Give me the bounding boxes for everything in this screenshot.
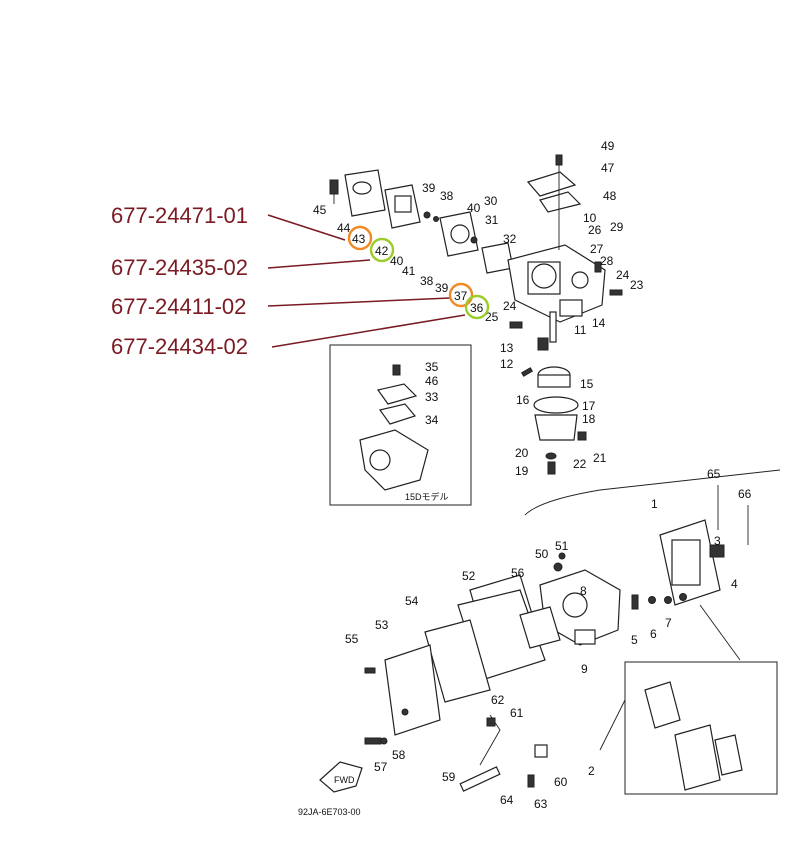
inset-caption: 15Dモデル — [405, 491, 449, 502]
part-label: 14 — [592, 316, 606, 330]
part-label: 40 — [467, 201, 481, 215]
part-label: 10 — [583, 211, 597, 225]
callout-ref-43: 43 — [352, 232, 366, 246]
part-label: 38 — [420, 274, 434, 288]
part-label: 27 — [590, 242, 604, 256]
part-label: 35 — [425, 360, 439, 374]
part-label: 50 — [535, 547, 549, 561]
part-label: 54 — [405, 594, 419, 608]
part-label: 49 — [601, 139, 615, 153]
part-label: 21 — [593, 451, 607, 465]
part-label: 48 — [603, 189, 617, 203]
part-label: 66 — [738, 487, 752, 501]
part-label: 15 — [580, 377, 594, 391]
part-label: 61 — [510, 706, 524, 720]
part-label: 29 — [610, 220, 624, 234]
carburetor-assembly-drawing — [329, 154, 623, 475]
part-label: 16 — [516, 393, 530, 407]
part-number-677-24471-01: 677-24471-01 — [111, 203, 248, 228]
part-label: 3 — [714, 534, 721, 548]
part-label: 56 — [511, 566, 525, 580]
part-label: 39 — [435, 281, 449, 295]
part-label: 32 — [503, 232, 517, 246]
part-label: 4 — [731, 577, 738, 591]
callout-ring-42 — [369, 237, 395, 263]
part-label: 64 — [500, 793, 514, 807]
part-label: 18 — [582, 412, 596, 426]
callout-ring-36 — [464, 294, 490, 320]
part-label: 62 — [491, 693, 505, 707]
part-label: 65 — [707, 467, 721, 481]
callout-ring-37 — [448, 282, 474, 308]
part-number-677-24411-02: 677-24411-02 — [111, 294, 246, 319]
part-label: 11 — [574, 323, 587, 337]
callout-ref-42: 42 — [375, 244, 389, 258]
part-label: 55 — [345, 632, 359, 646]
part-label: 20 — [515, 446, 529, 460]
part-number-677-24435-02: 677-24435-02 — [111, 255, 248, 280]
part-label: 39 — [422, 181, 436, 195]
part-label: 23 — [630, 278, 644, 292]
part-label: 7 — [665, 616, 672, 630]
callout-ref-37: 37 — [454, 289, 468, 303]
part-label: 44 — [337, 221, 351, 235]
part-label: 60 — [554, 775, 568, 789]
part-label: 34 — [425, 413, 439, 427]
part-label: 5 — [631, 633, 638, 647]
part-label: 19 — [515, 464, 529, 478]
drawing-code: 92JA-6E703-00 — [298, 807, 361, 817]
part-labels: 49 47 48 45 44 39 38 40 30 31 10 29 26 3… — [313, 139, 752, 811]
part-label: 6 — [650, 627, 657, 641]
inset-15d-model: 15Dモデル — [329, 344, 472, 506]
part-label: 63 — [534, 797, 548, 811]
part-label: 24 — [503, 299, 517, 313]
part-label: 33 — [425, 390, 439, 404]
part-label: 59 — [442, 770, 456, 784]
part-label: 58 — [392, 748, 406, 762]
part-label: 57 — [374, 760, 388, 774]
part-label: 13 — [500, 341, 514, 355]
part-label: 30 — [484, 194, 498, 208]
part-label: 31 — [485, 213, 499, 227]
part-label: 25 — [485, 310, 499, 324]
part-label: 28 — [600, 254, 614, 268]
fwd-label: FWD — [334, 775, 355, 785]
part-label: 24 — [616, 268, 630, 282]
part-label: 47 — [601, 161, 615, 175]
callout-ring-43 — [347, 225, 373, 251]
part-label: 46 — [425, 374, 439, 388]
part-label: 52 — [462, 569, 476, 583]
intake-silencer-drawing: FWD 92JA-6E703-00 — [298, 469, 781, 817]
part-label: 17 — [582, 399, 596, 413]
part-number-677-24434-02: 677-24434-02 — [111, 334, 248, 359]
part-label: 12 — [500, 357, 514, 371]
part-label: 8 — [580, 584, 587, 598]
part-label: 26 — [588, 223, 602, 237]
part-label: 51 — [555, 539, 569, 553]
part-label: 38 — [440, 189, 454, 203]
part-label: 40 — [390, 254, 404, 268]
part-label: 2 — [588, 764, 595, 778]
part-label: 1 — [651, 497, 658, 511]
callout-ref-36: 36 — [470, 301, 484, 315]
part-label: 53 — [375, 618, 389, 632]
part-label: 22 — [573, 457, 587, 471]
callouts: 43 42 37 36 677-24471-01 677-24435-02 67… — [111, 203, 490, 359]
part-label: 9 — [581, 662, 588, 676]
part-label: 45 — [313, 203, 327, 217]
part-label: 41 — [402, 264, 416, 278]
